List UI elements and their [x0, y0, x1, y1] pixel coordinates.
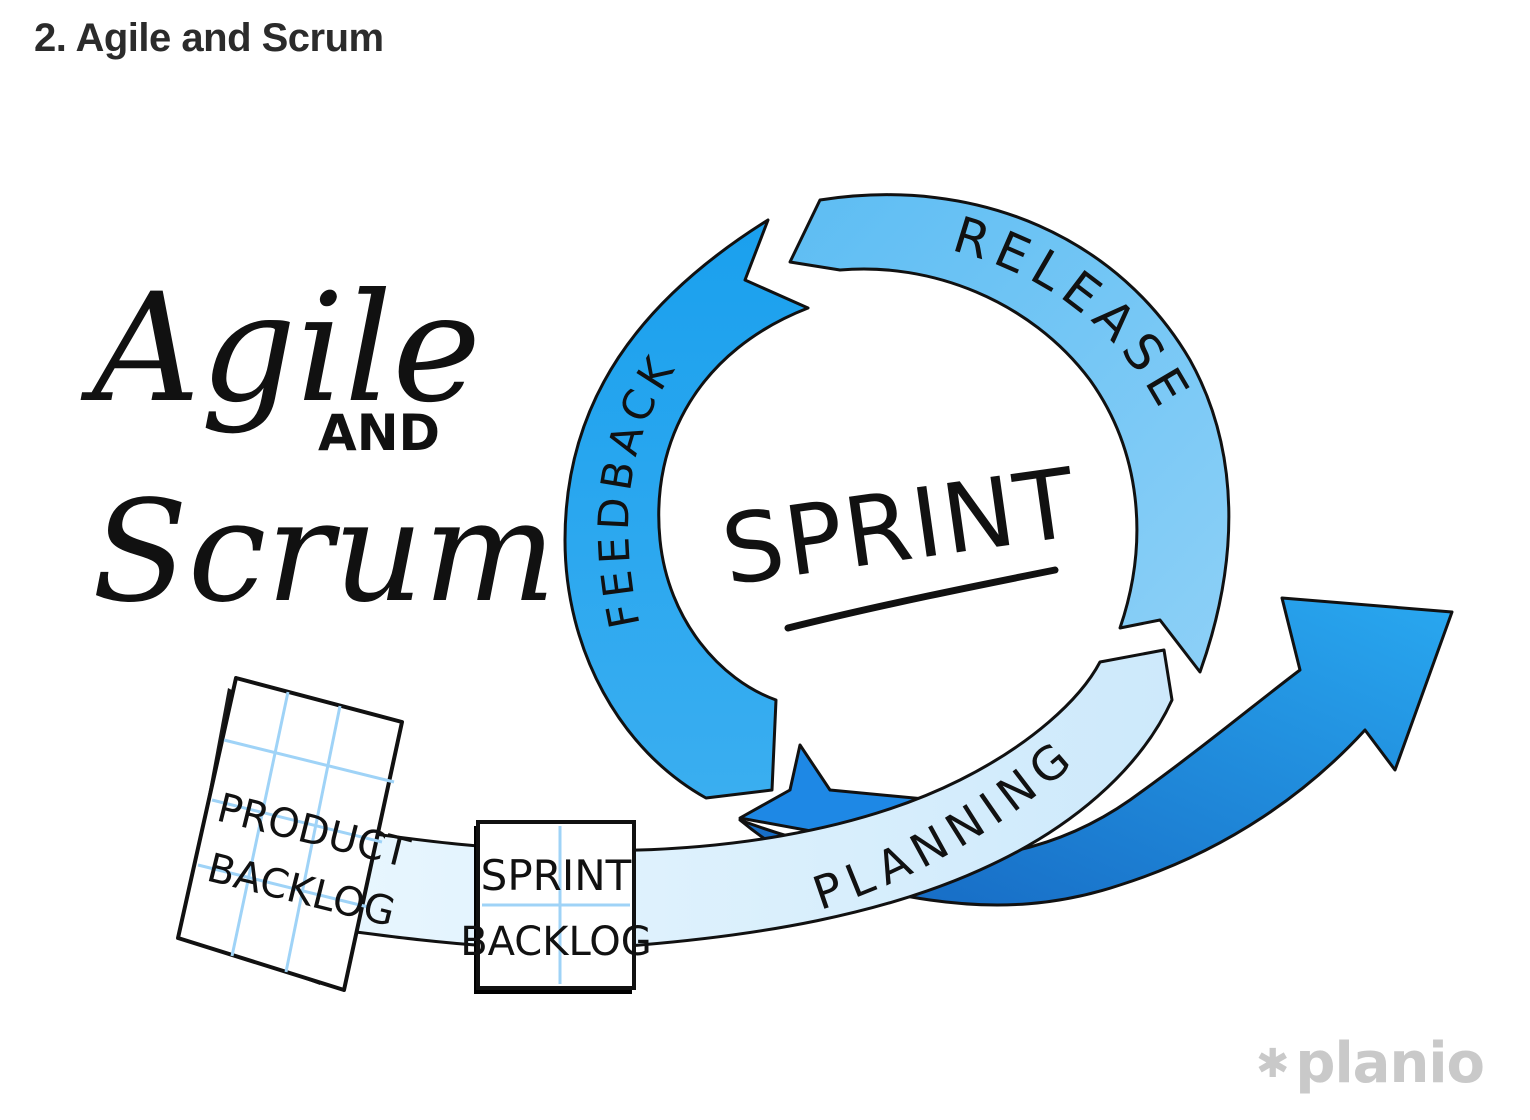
sprint-backlog-line1: SPRINT	[481, 851, 632, 900]
product-backlog-card: PRODUCT BACKLOG	[176, 676, 414, 992]
sprint-backlog-card: SPRINT BACKLOG	[460, 820, 652, 994]
sprint-backlog-line2: BACKLOG	[460, 919, 652, 965]
title-art-scrum: Scrum	[92, 471, 556, 634]
title-art-agile: Agile	[80, 262, 481, 436]
sprint-backlog-grid	[482, 826, 630, 984]
product-backlog-grid	[197, 691, 395, 973]
sprint-center-label: SPRINT	[715, 447, 1083, 607]
growth-arrow	[738, 596, 1454, 907]
feedback-arrow	[563, 218, 810, 800]
brand-name: planio	[1295, 1031, 1485, 1096]
release-arrow	[788, 193, 1231, 674]
planio-logo: ✱ planio	[1255, 1031, 1485, 1096]
page-title: 2. Agile and Scrum	[34, 16, 384, 60]
title-art-and: AND	[318, 404, 440, 462]
sprint-underline	[784, 566, 1059, 632]
release-label: RELEASE	[947, 206, 1204, 422]
asterisk-icon: ✱	[1255, 1041, 1290, 1087]
